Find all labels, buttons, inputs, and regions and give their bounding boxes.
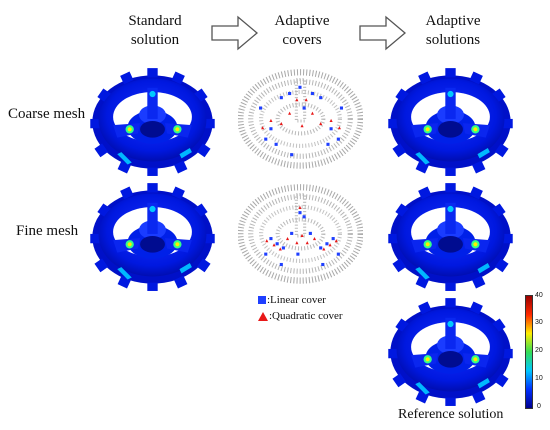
legend: :Linear cover :Quadratic cover: [258, 292, 343, 324]
reference-solution-gear: [388, 298, 513, 406]
legend-quadratic-label: :Quadratic cover: [269, 310, 343, 322]
reference-solution-label: Reference solution: [398, 407, 504, 422]
colorbar-tick: 20: [535, 347, 543, 354]
standard-solution-fine-gear: [90, 183, 215, 291]
arrow-right-icon: [359, 15, 407, 51]
header-adaptive-covers: Adaptive covers: [242, 12, 362, 50]
linear-cover-square-icon: [258, 296, 266, 304]
adaptive-covers-fine: [238, 180, 363, 292]
header-covers-line2: covers: [282, 32, 322, 48]
colorbar-tick: 40: [535, 292, 543, 299]
header-standard-solution: Standard solution: [95, 12, 215, 50]
header-covers-line1: Adaptive: [274, 13, 330, 29]
header-adaptive-solutions: Adaptive solutions: [393, 12, 513, 50]
legend-item-linear: :Linear cover: [258, 292, 343, 308]
colorbar: [525, 295, 533, 409]
row-label-coarse-mesh: Coarse mesh: [8, 106, 86, 122]
adaptive-solution-fine-gear: [388, 183, 513, 291]
colorbar-tick: 30: [535, 319, 543, 326]
standard-solution-coarse-gear: [90, 68, 215, 176]
adaptive-solution-coarse-gear: [388, 68, 513, 176]
legend-item-quadratic: :Quadratic cover: [258, 308, 343, 324]
quadratic-cover-triangle-icon: [258, 311, 268, 321]
legend-linear-label: :Linear cover: [267, 294, 326, 306]
header-solutions-line1: Adaptive: [425, 13, 481, 29]
row-label-fine-mesh: Fine mesh: [16, 223, 79, 239]
header-solutions-line2: solutions: [425, 32, 481, 48]
colorbar-tick: 10: [535, 375, 543, 382]
adaptive-covers-coarse: [238, 65, 363, 177]
header-standard-line1: Standard: [128, 13, 182, 29]
header-standard-line2: solution: [130, 32, 180, 48]
arrow-right-icon: [211, 15, 259, 51]
colorbar-tick: 0: [537, 403, 541, 410]
